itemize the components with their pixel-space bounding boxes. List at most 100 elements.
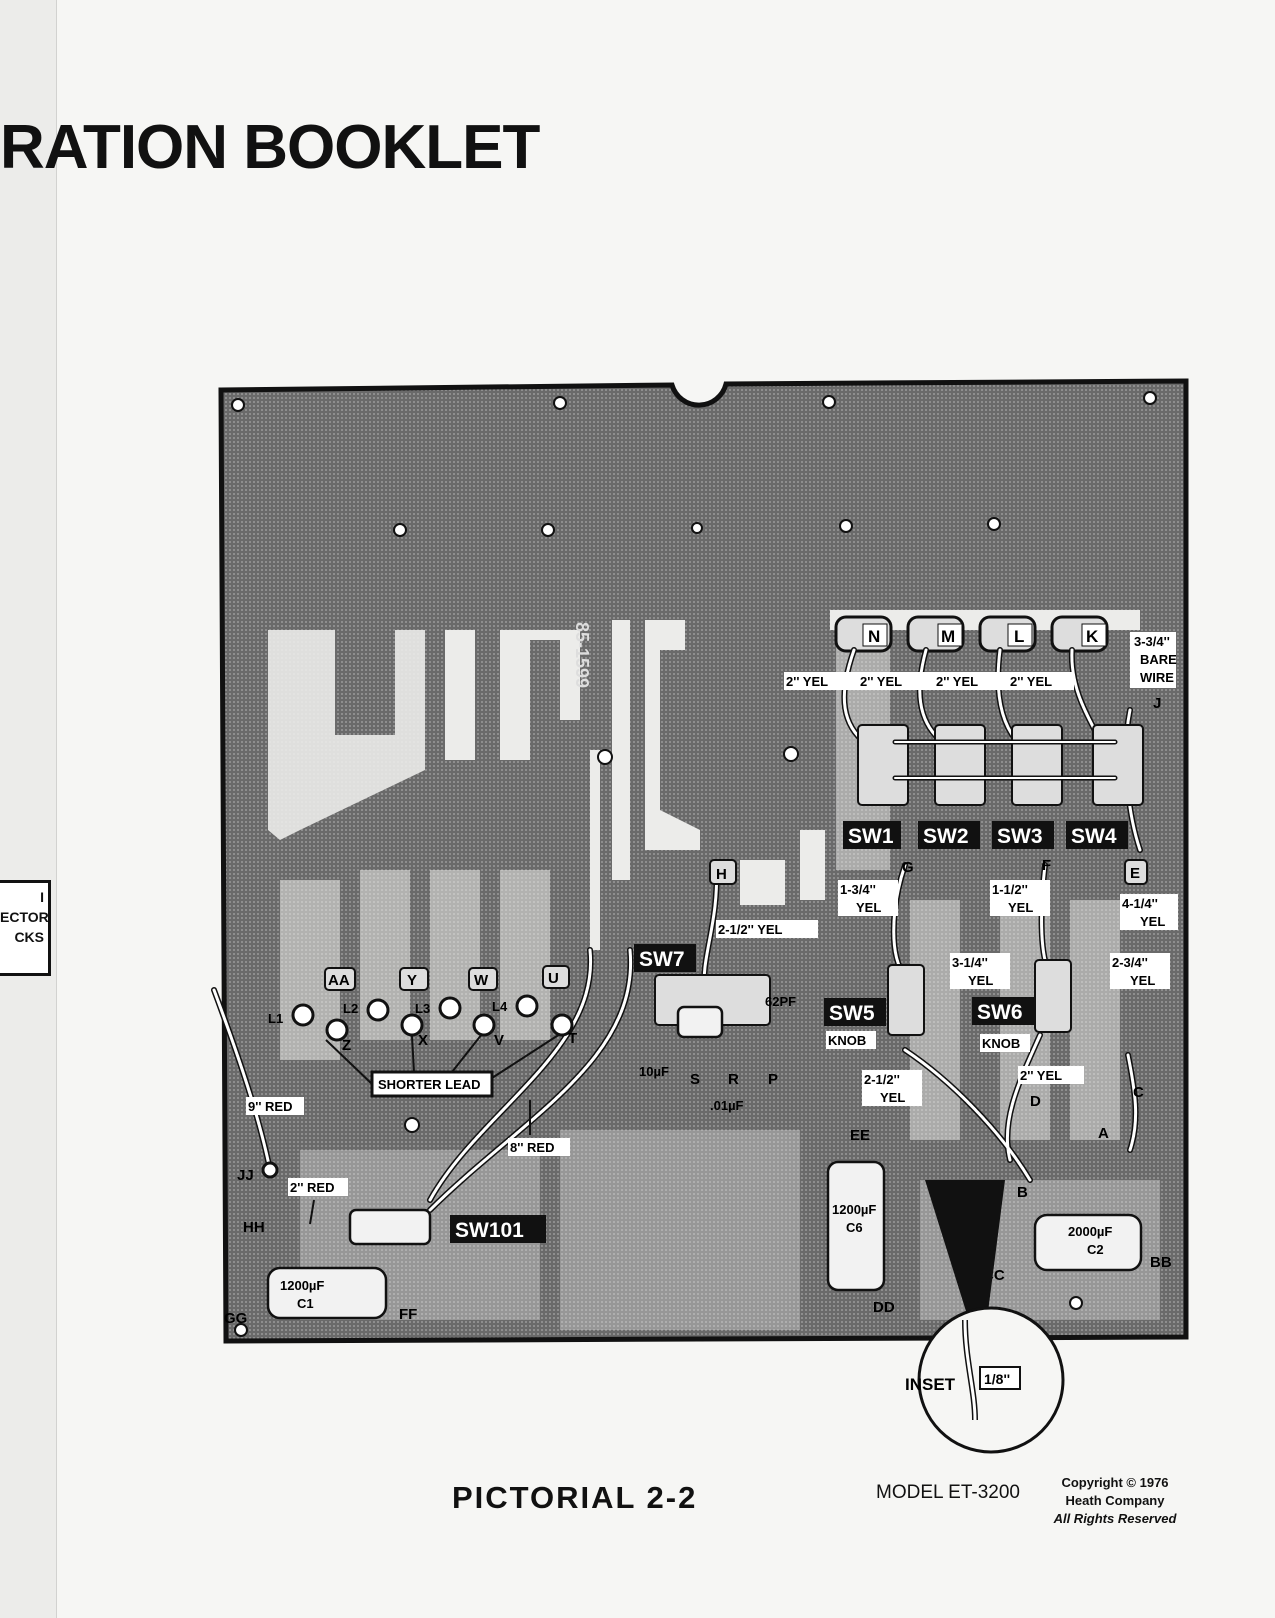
wire-label: BARE [1140,652,1177,667]
point-label: T [568,1030,577,1047]
switch-label: SW1 [848,825,894,848]
point-label: Y [407,972,417,989]
point-label: EE [850,1127,870,1144]
point-label: D [1030,1093,1041,1110]
point-label: HH [243,1219,265,1236]
wire-label: 3-3/4'' [1134,634,1170,649]
side-tab-line: I [40,889,44,905]
copyright-line: Copyright © 1976 [1061,1475,1169,1490]
wire-label: YEL [968,973,993,988]
coil-label: L1 [268,1011,283,1026]
switch-label: SW101 [455,1219,524,1242]
copyright-line: Heath Company [1065,1493,1165,1508]
capacitor-label: C2 [1087,1242,1104,1257]
wire-label: 4-1/4'' [1122,896,1158,911]
pad-label: N [868,627,880,646]
side-tab-line: CKS [14,929,44,945]
wire-label: 9'' RED [248,1099,292,1114]
switch-label: SW3 [997,825,1043,848]
capacitor-label: .01µF [710,1098,744,1113]
switch-label: SW6 [977,1001,1023,1024]
wire-label: 2'' YEL [1020,1068,1062,1083]
wire-label: 2'' YEL [860,674,902,689]
point-label: W [474,972,489,989]
point-label: JJ [237,1167,254,1184]
point-label: F [1042,857,1051,874]
pad-label: K [1086,627,1099,646]
copyright-notice: Copyright © 1976 Heath Company All Right… [1040,1474,1190,1528]
switch-connecting-wires-inner [894,741,1116,779]
wire-label: YEL [880,1090,905,1105]
capacitors [266,1005,1143,1320]
wire-label: 2'' YEL [786,674,828,689]
point-label: BB [1150,1254,1172,1271]
capacitor-label: C1 [297,1296,314,1311]
point-label: DD [873,1299,895,1316]
point-label: R [728,1071,739,1088]
switch-label: SW5 [829,1002,875,1025]
point-label: S [690,1071,700,1088]
point-label: E [1130,865,1140,882]
wire-label: 2'' YEL [1010,674,1052,689]
inset-detail: INSET 1/8'' [905,1180,1065,1454]
switch-bodies-top [857,724,1144,806]
wire-label: 2-1/2'' [864,1072,900,1087]
point-label: P [768,1071,778,1088]
capacitor-label: 1200µF [280,1278,324,1293]
wire-label: 2-3/4'' [1112,955,1148,970]
coil-labels: L1 L2 L3 L4 [268,999,508,1026]
copyright-line: All Rights Reserved [1053,1511,1177,1526]
pad-label: M [941,627,955,646]
knob-callout: KNOB [982,1036,1020,1051]
point-label: GG [224,1310,247,1327]
point-label: FF [399,1306,417,1323]
switch-label: SW7 [639,948,685,971]
point-label: A [1098,1125,1109,1142]
switch-label: SW4 [1071,825,1117,848]
callouts: SHORTER LEAD KNOB KNOB [370,1031,1030,1098]
wire-label: 1-3/4'' [840,882,876,897]
wire-label: YEL [856,900,881,915]
point-label: X [418,1032,428,1049]
connector-pads [324,859,1148,991]
shorter-lead-callout: SHORTER LEAD [378,1077,481,1092]
point-label: C [1133,1084,1144,1101]
capacitor-label: 10µF [639,1064,669,1079]
coil-label: L4 [492,999,508,1014]
wire-label: YEL [1008,900,1033,915]
wire-label: 3-1/4'' [952,955,988,970]
wire-length-labels: 2'' YEL 2'' YEL 2'' YEL 2'' YEL 3-3/4'' … [246,632,1178,1196]
wire-label: 2'' RED [290,1180,334,1195]
capacitor-label: C6 [846,1220,863,1235]
coil-label: L2 [343,1001,358,1016]
inset-label: INSET [905,1375,956,1394]
part-number: 85-1599 [572,622,592,688]
capacitor-label: 2000µF [1068,1224,1112,1239]
wire-label: 2'' YEL [936,674,978,689]
coil-label: L3 [415,1001,430,1016]
side-tab: I ECTOR CKS [0,880,51,976]
page-binding-edge [0,0,57,1618]
coil-mounts [261,994,574,1179]
model-number: MODEL ET-3200 [876,1482,1020,1503]
wire-label: 1-1/2'' [992,882,1028,897]
point-label: J [1153,695,1161,712]
wire-label: 8'' RED [510,1140,554,1155]
point-label: B [1017,1184,1028,1201]
capacitor-label: 62PF [765,994,796,1009]
switch-label: SW2 [923,825,969,848]
mounting-holes [231,391,1157,1337]
wire-label: YEL [1130,973,1155,988]
figure-caption: PICTORIAL 2-2 [452,1480,698,1515]
capacitor-label: 1200µF [832,1202,876,1217]
point-label: Z [342,1037,351,1054]
callout-pointers [309,1033,561,1225]
wire-label: WIRE [1140,670,1174,685]
knob-callout: KNOB [828,1033,866,1048]
point-label: G [902,859,914,876]
point-label: V [494,1032,504,1049]
pad-label: L [1014,627,1024,646]
switch-labels: SW1 SW2 SW3 SW4 SW5 SW6 SW7 SW101 [450,821,1128,1243]
capacitor-labels: 1200µF C6 2000µF C2 1200µF C1 62PF 10µF … [280,994,1112,1311]
